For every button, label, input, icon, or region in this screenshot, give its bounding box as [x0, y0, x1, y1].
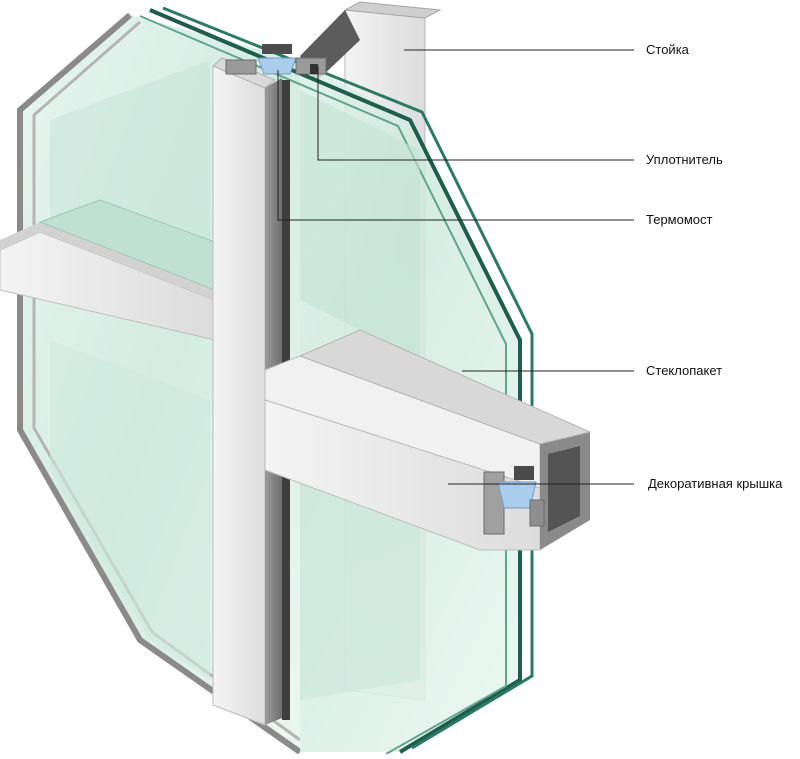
callout-pressure-cap: Декоративная крышка: [648, 476, 783, 491]
callout-thermal-break: Термомост: [646, 212, 713, 227]
leader-thermal-break: [277, 70, 634, 221]
callout-seal: Уплотнитель: [646, 152, 723, 167]
leader-seal: [317, 66, 634, 161]
transom-right: [264, 329, 592, 551]
bottom-connector: [483, 466, 545, 535]
callout-mullion: Стойка: [646, 42, 689, 57]
leader-lines: [277, 49, 634, 485]
callout-glazing-unit: Стеклопакет: [646, 363, 723, 378]
interior-glass-shading: [50, 60, 420, 700]
